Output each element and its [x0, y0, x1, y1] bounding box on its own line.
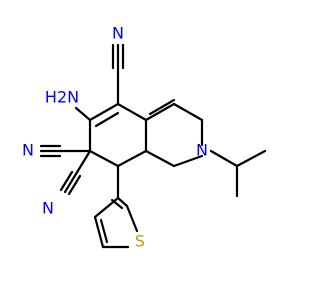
- bond-c3-c7-double: [148, 98, 176, 116]
- bonds: [39, 43, 267, 249]
- bond-thiophene-5: [116, 196, 129, 208]
- bond-bottom-nitrile-triple-c: [67, 174, 82, 196]
- bond-c1-c2: [88, 102, 120, 122]
- bond-isopropyl-2: [235, 149, 267, 168]
- atom-labels: N H2N N N N S: [22, 24, 208, 251]
- bond-bottom-nitrile-triple-a: [59, 170, 74, 192]
- nitrile-top-label: N: [112, 24, 124, 43]
- nitrile-left-label: N: [22, 141, 34, 160]
- bond-thiophene-double-1: [99, 218, 109, 244]
- bond-n-c9: [172, 154, 204, 168]
- molecule-canvas: N H2N N N N S: [22, 23, 267, 251]
- ring-nitrogen-label: N: [196, 141, 208, 160]
- amino-label: H2N: [45, 88, 79, 107]
- bond-thiophene-4: [125, 204, 139, 233]
- bond-c4-c5: [116, 149, 148, 168]
- thiophene-sulfur-label: S: [135, 232, 145, 251]
- bond-thiophene-2: [93, 215, 105, 249]
- bond-c9-c4: [144, 149, 176, 168]
- bond-c2-c3: [116, 102, 148, 122]
- bond-c1-c2-double: [94, 111, 120, 128]
- bond-c1-amino: [74, 106, 92, 122]
- bond-c5-c6: [88, 149, 120, 168]
- molecular-structure-diagram: N H2N N N N S: [22, 24, 267, 251]
- bond-c6-bottom-nitrile-arm: [74, 149, 92, 176]
- bond-bottom-nitrile-triple-b: [63, 172, 78, 194]
- bond-thiophene-double-2: [110, 198, 124, 210]
- bond-c7-c8: [172, 102, 204, 122]
- bond-c3-c7: [144, 102, 176, 122]
- bond-isopropyl-1: [209, 149, 239, 168]
- nitrile-bottom-label: N: [42, 199, 54, 218]
